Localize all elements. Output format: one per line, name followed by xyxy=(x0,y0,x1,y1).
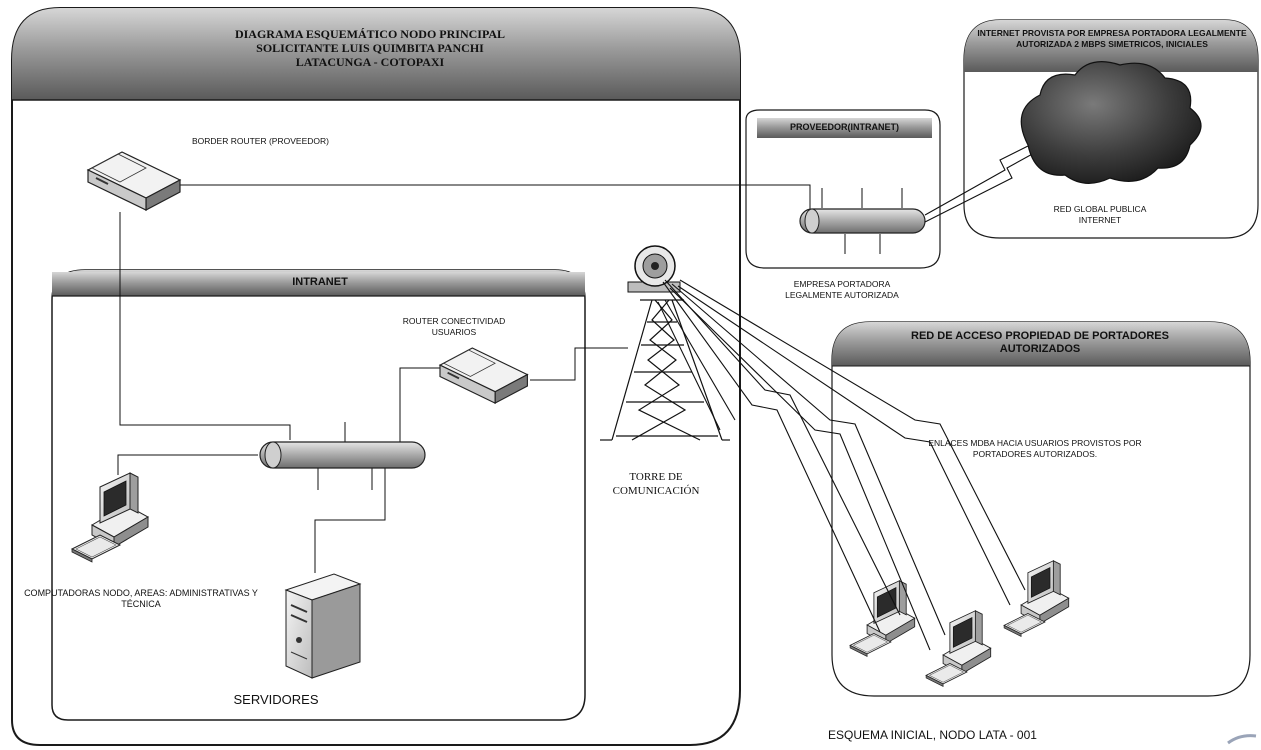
server-icon xyxy=(284,573,362,679)
proveedor-intranet-label: PROVEEDOR(INTRANET) xyxy=(789,122,899,132)
esquema-label: ESQUEMA INICIAL, NODO LATA - 001 xyxy=(828,728,1037,742)
title-line-2: SOLICITANTE LUIS QUIMBITA PANCHI xyxy=(256,40,484,55)
lightning-link-icon xyxy=(657,279,1026,651)
connection-lines xyxy=(117,184,903,573)
red-acceso-label: RED DE ACCESO PROPIEDAD DE PORTADORES AU… xyxy=(911,330,1169,356)
switch-hub-icon xyxy=(799,208,926,234)
red-global-label: RED GLOBAL PUBLICA INTERNET xyxy=(1053,204,1147,225)
title-line-1: DIAGRAMA ESQUEMÁTICO NODO PRINCIPAL xyxy=(234,27,506,41)
diagram-title: DIAGRAMA ESQUEMÁTICO NODO PRINCIPAL SOLI… xyxy=(140,27,600,69)
intranet-label: INTRANET xyxy=(292,276,348,288)
torre-label: TORRE DE COMUNICACIÓN xyxy=(612,471,700,497)
computadoras-label: COMPUTADORAS NODO, AREAS: ADMINISTRATIVA… xyxy=(24,588,258,610)
red-acceso-panel xyxy=(831,321,1251,697)
proveedor-panel xyxy=(745,109,941,269)
border-router-label: BORDER ROUTER (PROVEEDOR) xyxy=(192,136,329,146)
lightning-link-icon xyxy=(924,144,1037,223)
switch-hub-icon xyxy=(259,441,426,469)
router-conectividad-label: ROUTER CONECTIVIDAD USUARIOS xyxy=(402,316,506,337)
title-line-3: LATACUNGA - COTOPAXI xyxy=(295,54,445,69)
internet-provista-label: INTERNET PROVISTA POR EMPRESA PORTADORA … xyxy=(977,28,1247,49)
logo-mark-icon xyxy=(1227,734,1257,745)
enlaces-label: ENLACES MDBA HACIA USUARIOS PROVISTOS PO… xyxy=(928,438,1142,459)
servidores-label: SERVIDORES xyxy=(233,692,319,707)
cloud-icon xyxy=(1020,61,1202,184)
empresa-portadora-label: EMPRESA PORTADORA LEGALMENTE AUTORIZADA xyxy=(785,279,899,300)
